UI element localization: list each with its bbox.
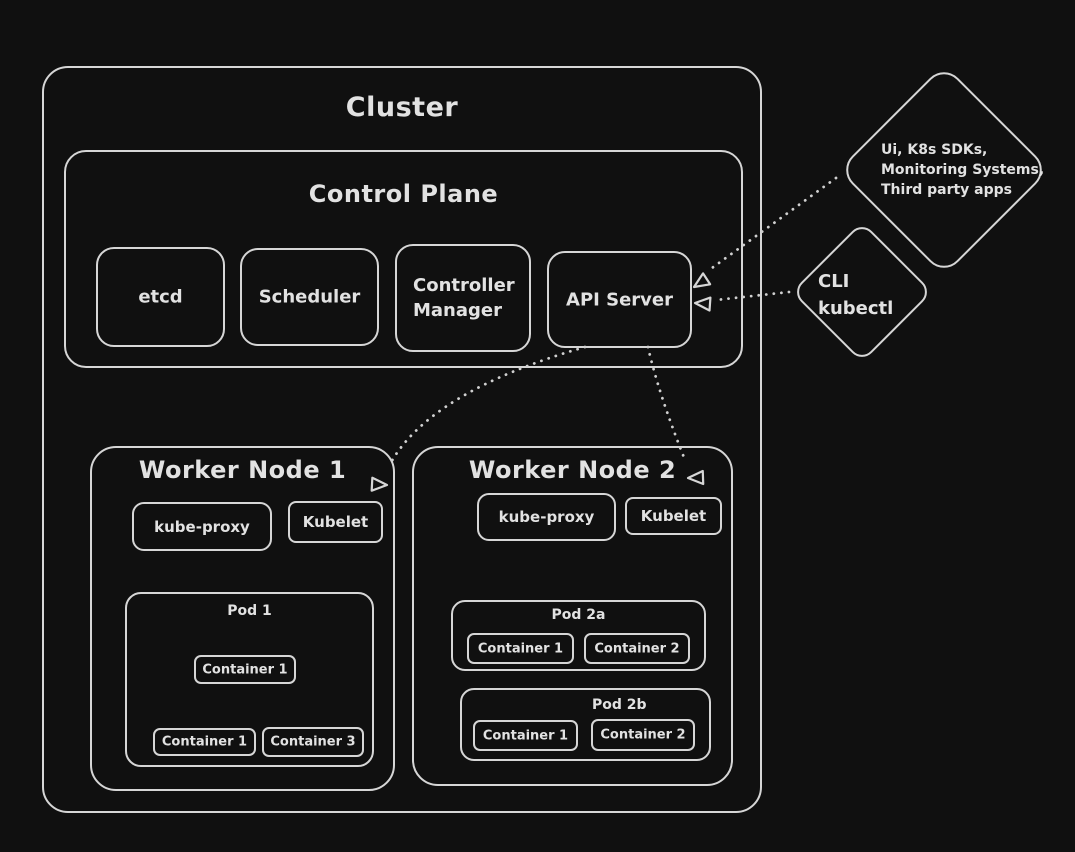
apps-diamond-line1: Ui, K8s SDKs,	[881, 142, 988, 158]
pod-1-container-bottom-left-box: Container 1	[153, 728, 256, 756]
worker-node-2-kubelet-label: Kubelet	[640, 507, 707, 525]
worker-node-1-kube-proxy-label: kube-proxy	[154, 517, 250, 536]
worker-node-1-title: Worker Node 1	[138, 456, 347, 484]
pod-2b-box: Pod 2b Container 1 Container 2	[460, 688, 711, 761]
worker-node-2-box: Worker Node 2 kube-proxy Kubelet Pod 2a …	[412, 446, 733, 786]
pod-2a-container-1-label: Container 1	[477, 641, 564, 656]
cli-diamond-line1: CLI	[818, 271, 850, 292]
pod-2a-container-2-label: Container 2	[594, 641, 680, 656]
apps-diamond-line3: Third party apps	[881, 182, 1013, 198]
pod-1-container-bottom-left-label: Container 1	[161, 734, 248, 750]
pod-1-container-middle-box: Container 1	[194, 655, 296, 684]
controller-manager-label: Controller Manager	[413, 275, 515, 321]
etcd-label: etcd	[138, 286, 183, 308]
controller-manager-box: Controller Manager	[395, 244, 531, 352]
worker-node-2-kube-proxy-label: kube-proxy	[498, 508, 595, 526]
pod-1-container-middle-label: Container 1	[202, 662, 288, 677]
scheduler-box: Scheduler	[240, 248, 379, 346]
apps-diamond-text: Ui, K8s SDKs, Monitoring Systems, Third …	[881, 140, 1044, 200]
pod-2b-container-1-box: Container 1	[473, 720, 578, 751]
worker-node-1-kubelet-box: Kubelet	[288, 501, 383, 543]
cluster-box: Cluster Control Plane etcd Scheduler Con…	[42, 66, 762, 813]
pod-1-title: Pod 1	[227, 603, 272, 619]
pod-2b-title: Pod 2b	[592, 697, 647, 713]
worker-node-2-title: Worker Node 2	[468, 456, 677, 484]
cli-diamond-text: CLI kubectl	[818, 268, 893, 322]
apps-diamond-line2: Monitoring Systems,	[881, 162, 1045, 178]
pod-2a-container-2-box: Container 2	[584, 633, 690, 664]
api-server-box: API Server	[547, 251, 692, 348]
pod-2a-title: Pod 2a	[551, 607, 606, 623]
scheduler-label: Scheduler	[258, 286, 361, 308]
control-plane-box: Control Plane etcd Scheduler Controller …	[64, 150, 743, 368]
worker-node-1-box: Worker Node 1 kube-proxy Kubelet Pod 1 C…	[90, 446, 395, 791]
pod-2b-container-1-label: Container 1	[482, 728, 569, 743]
pod-1-container-bottom-right-box: Container 3	[262, 727, 364, 757]
api-server-label: API Server	[566, 289, 673, 310]
pod-2a-container-1-box: Container 1	[467, 633, 574, 664]
cluster-title: Cluster	[345, 92, 459, 123]
cli-diamond-line2: kubectl	[818, 298, 894, 319]
worker-node-2-kubelet-box: Kubelet	[625, 497, 722, 535]
worker-node-1-kube-proxy-box: kube-proxy	[132, 502, 272, 551]
control-plane-title: Control Plane	[308, 180, 499, 208]
worker-node-2-kube-proxy-box: kube-proxy	[477, 493, 616, 541]
pod-1-container-bottom-right-label: Container 3	[270, 734, 356, 750]
pod-2b-container-2-label: Container 2	[600, 727, 686, 743]
pod-2a-box: Pod 2a Container 1 Container 2	[451, 600, 706, 671]
pod-2b-container-2-box: Container 2	[591, 719, 695, 751]
pod-1-box: Pod 1 Container 1 Container 1 Container …	[125, 592, 374, 767]
etcd-box: etcd	[96, 247, 225, 347]
worker-node-1-kubelet-label: Kubelet	[302, 513, 369, 531]
